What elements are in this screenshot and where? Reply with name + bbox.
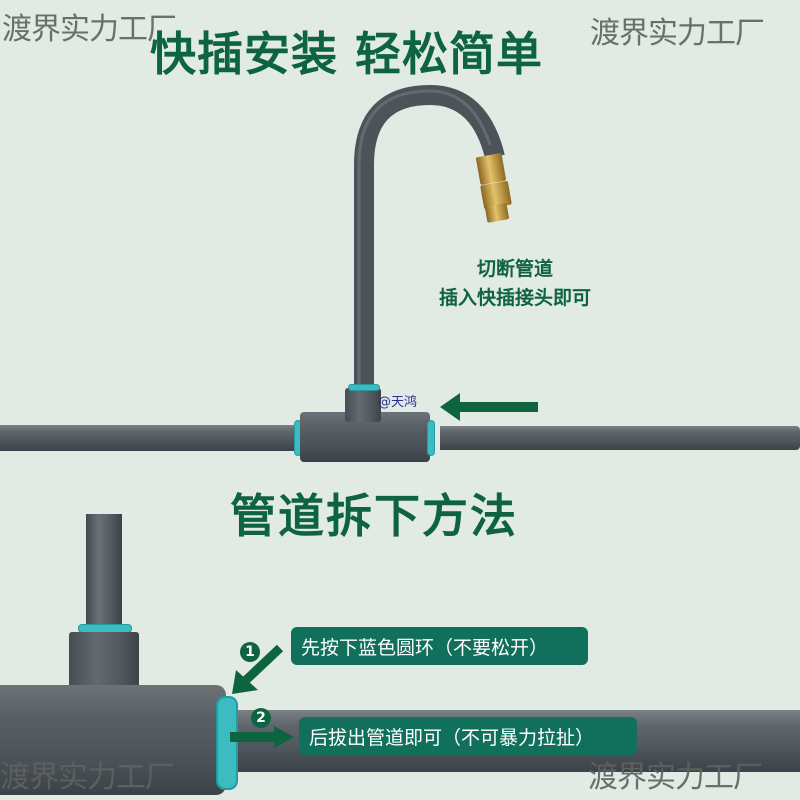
step-2-badge: 2 [251, 708, 271, 728]
gooseneck-pipe-illustration [354, 85, 512, 395]
step-1-label: 先按下蓝色圆环（不要松开） [291, 627, 588, 665]
step-2-label: 后拔出管道即可（不可暴力拉扯） [299, 717, 637, 755]
tee-body-large [0, 685, 226, 795]
pipe-vertical-large [86, 514, 122, 626]
arrow-left-icon [440, 393, 538, 421]
release-ring-top [348, 384, 380, 391]
watermark-bottom-left: 渡界实力工厂 [0, 760, 175, 795]
step-1-badge: 1 [240, 642, 260, 662]
headline-removal-method: 管道拆下方法 [230, 489, 518, 543]
arrow-right-icon [230, 726, 294, 748]
tee-branch-large [69, 632, 139, 692]
watermark-top-left: 渡界实力工厂 [2, 12, 177, 47]
watermark-top-right: 渡界实力工厂 [590, 16, 765, 51]
tee-fitting-branch [345, 388, 381, 422]
brass-connector-icon [476, 153, 512, 223]
watermark-bottom-right: 渡界实力工厂 [588, 760, 763, 795]
caption-cut-pipe: 切断管道 [476, 258, 553, 280]
pipe-right [440, 426, 800, 450]
caption-insert-fitting: 插入快插接头即可 [438, 287, 591, 309]
headline-quick-install: 快插安装 轻松简单 [150, 27, 544, 81]
release-ring-large [216, 696, 238, 790]
pipe-left [0, 425, 296, 451]
arrow-down-left-icon [232, 644, 284, 694]
author-tag: @天鸿 [378, 395, 418, 410]
release-ring-right [427, 420, 435, 456]
